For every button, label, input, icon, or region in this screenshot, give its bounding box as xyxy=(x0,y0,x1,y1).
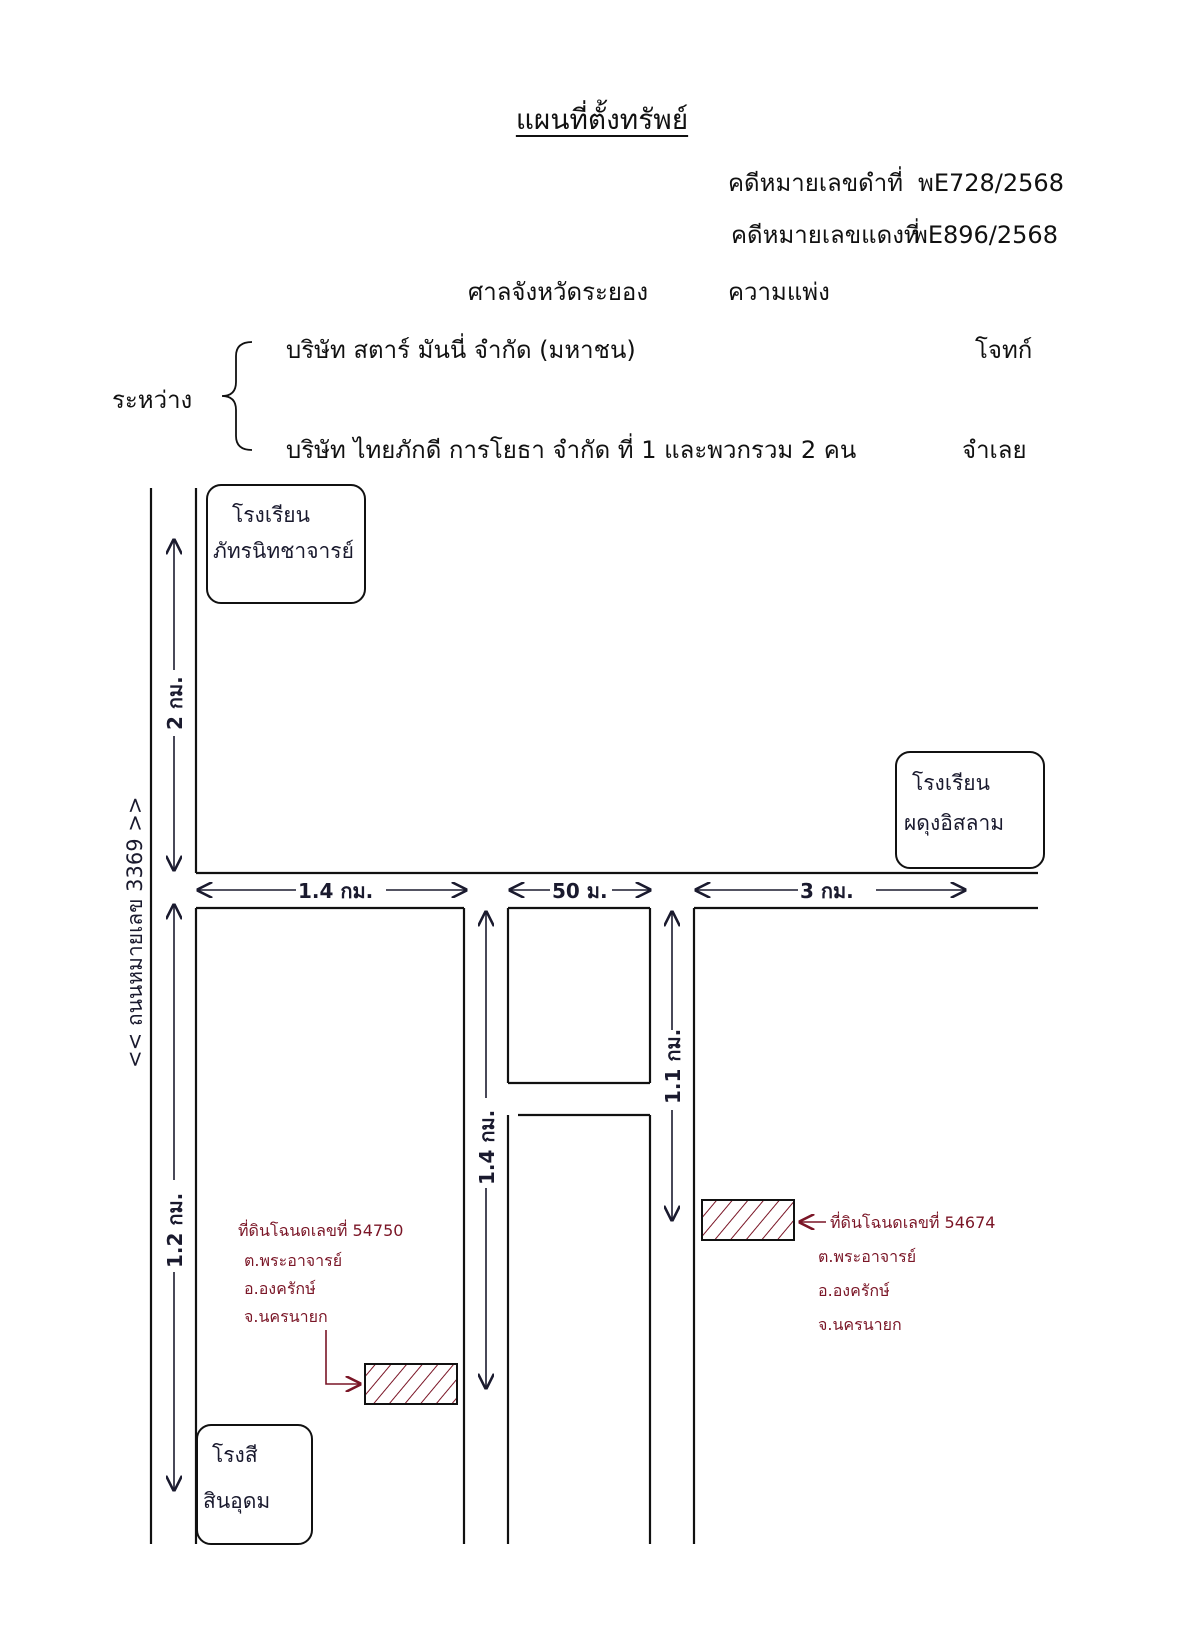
defendant-name: บริษัท ไทยภักดี การโยธา จำกัด ที่ 1 และพ… xyxy=(286,436,857,464)
dist-vertical-mid: 1.4 กม. xyxy=(475,1110,499,1185)
dist-vertical-top: 2 กม. xyxy=(163,676,187,730)
dist-h2: 50 ม. xyxy=(552,879,608,903)
parcel-left-label: ที่ดินโฉนดเลขที่ 54750 ต.พระอาจารย์ อ.อง… xyxy=(238,1219,403,1384)
black-case-number: พE728/2568 xyxy=(918,169,1064,197)
page-title: แผนที่ตั้งทรัพย์ xyxy=(515,103,689,136)
black-case-label: คดีหมายเลขดำที่ xyxy=(728,169,904,197)
dist-h3: 3 กม. xyxy=(800,879,854,903)
school-top-name-2: ภัทรนิทชาจารย์ xyxy=(213,539,354,563)
school-top-name-1: โรงเรียน xyxy=(232,503,310,527)
landmark-school-top: โรงเรียน ภัทรนิทชาจารย์ xyxy=(206,484,366,604)
parcel-left-subdistrict: ต.พระอาจารย์ xyxy=(244,1251,342,1270)
road-number-label: << ถนนหมายเลข 3369 >> xyxy=(123,797,147,1068)
parcel-left-district: อ.องครักษ์ xyxy=(244,1279,316,1298)
case-type: ความแพ่ง xyxy=(728,278,830,306)
between-brace xyxy=(221,341,253,451)
parcel-left-deed: ที่ดินโฉนดเลขที่ 54750 xyxy=(238,1219,403,1240)
red-case-label: คดีหมายเลขแดงที่ xyxy=(731,221,920,249)
landmark-rice-mill: โรงสี สินอุดม xyxy=(196,1424,313,1545)
parcel-right-subdistrict: ต.พระอาจารย์ xyxy=(818,1247,916,1266)
parcel-right-district: อ.องครักษ์ xyxy=(818,1281,890,1300)
school-right-name-1: โรงเรียน xyxy=(912,771,990,795)
parcel-left-province: จ.นครนายก xyxy=(244,1307,328,1326)
parcel-left-hatch xyxy=(364,1363,458,1405)
parcel-right-hatch xyxy=(701,1199,795,1241)
dist-vertical-right: 1.1 กม. xyxy=(661,1029,685,1104)
court-name: ศาลจังหวัดระยอง xyxy=(468,278,649,306)
landmark-school-right: โรงเรียน ผดุงอิสลาม xyxy=(895,751,1045,869)
red-case-number: พE896/2568 xyxy=(912,221,1058,249)
dist-vertical-left: 1.2 กม. xyxy=(163,1193,187,1268)
roads xyxy=(149,488,1038,1544)
mill-name-2: สินอุดม xyxy=(203,1489,270,1514)
parcel-right-deed: ที่ดินโฉนดเลขที่ 54674 xyxy=(830,1211,995,1232)
school-right-name-2: ผดุงอิสลาม xyxy=(904,811,1004,836)
between-label: ระหว่าง xyxy=(112,386,193,414)
parcel-right-label: ที่ดินโฉนดเลขที่ 54674 ต.พระอาจารย์ อ.อง… xyxy=(800,1211,995,1334)
parcel-right-province: จ.นครนายก xyxy=(818,1315,902,1334)
dist-h1: 1.4 กม. xyxy=(298,879,373,903)
defendant-role: จำเลย xyxy=(962,436,1027,464)
plaintiff-name: บริษัท สตาร์ มันนี่ จำกัด (มหาชน) xyxy=(286,336,636,364)
mill-name-1: โรงสี xyxy=(212,1443,258,1467)
plaintiff-role: โจทก์ xyxy=(975,336,1033,364)
